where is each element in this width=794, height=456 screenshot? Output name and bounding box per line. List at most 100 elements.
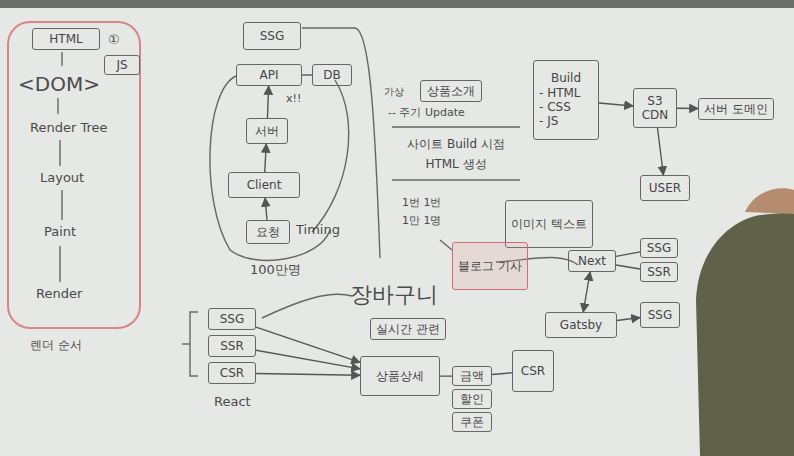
node-text: 서버 <box>255 124 279 138</box>
render-label: Render <box>36 286 82 302</box>
api-box: API <box>236 64 302 86</box>
node-text: 금액 <box>460 369 484 383</box>
build-box: Build- HTML- CSS- JS <box>533 60 599 140</box>
csr-box: CSR <box>208 362 256 384</box>
node-text: CSR <box>521 364 545 378</box>
react-label: React <box>214 394 251 410</box>
cart-label: 장바구니 <box>350 282 438 308</box>
coupon-box: 쿠폰 <box>452 412 492 432</box>
node-text: JS <box>116 58 127 72</box>
product-detail-box: 상품상세 <box>360 356 440 396</box>
ssg-box: SSG <box>208 308 256 330</box>
node-text: Next <box>578 254 606 268</box>
connector <box>677 108 698 110</box>
node-text: S3 <box>647 94 662 108</box>
ssg-box: SSG <box>640 302 680 328</box>
connector <box>265 144 267 172</box>
connector <box>492 373 512 375</box>
connector <box>658 128 664 175</box>
connector <box>256 373 360 375</box>
node-text: Client <box>247 178 282 192</box>
render-order-note: 렌더 순서 <box>30 338 82 352</box>
person-arm <box>745 188 794 214</box>
connector <box>265 198 267 220</box>
timing-label: Timing <box>296 222 340 238</box>
update-note: -- 주기 Update <box>388 106 465 119</box>
node-text: 사이트 Build 시점 <box>407 137 505 151</box>
node-text: 이미지 텍스트 <box>511 217 587 231</box>
ssr-box: SSR <box>208 335 256 357</box>
node-text: 서버 도메인 <box>704 102 768 116</box>
node-text: CSR <box>220 366 244 380</box>
cdn-box: S3CDN <box>633 88 677 128</box>
node-text: 할인 <box>460 392 484 406</box>
request-box: 요청 <box>246 220 290 244</box>
db-box: DB <box>312 64 352 86</box>
node-text: CDN <box>642 108 669 122</box>
count-note: 1번 1번 <box>402 196 442 209</box>
node-text: 블로그 기사 <box>458 259 522 273</box>
node-text: 상품상세 <box>376 369 424 383</box>
connector <box>256 350 360 369</box>
image-text-box: 이미지 텍스트 <box>505 200 593 248</box>
discount-box: 할인 <box>452 389 492 409</box>
connector <box>616 252 640 257</box>
node-text: - HTML <box>539 86 581 100</box>
node-text: - CSS <box>539 100 571 114</box>
warning-note: x!! <box>286 92 301 105</box>
node-text: SSG <box>220 312 245 326</box>
next-box: Next <box>568 250 616 272</box>
node-text: SSR <box>647 265 671 279</box>
person-figure <box>696 212 794 456</box>
user-box: USER <box>640 175 690 201</box>
node-text: - JS <box>539 114 558 128</box>
count-note: 1만 1명 <box>402 214 442 227</box>
node-text: 상품소개 <box>427 84 475 98</box>
layout-label: Layout <box>40 170 84 186</box>
connector <box>617 318 640 321</box>
paint-label: Paint <box>44 224 76 240</box>
node-text: Build <box>551 71 581 85</box>
build-time-box: 사이트 Build 시점 HTML 생성 <box>392 130 520 178</box>
ssg-box: SSG <box>243 22 301 50</box>
node-text: SSG <box>260 29 285 43</box>
node-text: Gatsby <box>560 318 602 332</box>
js-box: JS <box>104 55 140 75</box>
server-box: 서버 <box>246 118 288 144</box>
product-intro-box: 상품소개 <box>420 80 482 102</box>
connector <box>267 86 268 118</box>
node-text: SSG <box>648 308 673 322</box>
node-text: 쿠폰 <box>460 415 484 429</box>
domain-box: 서버 도메인 <box>698 98 774 120</box>
connector <box>440 375 452 376</box>
ssg-box: SSG <box>640 238 678 258</box>
callout-number: ① <box>108 32 120 48</box>
connector <box>256 327 360 362</box>
node-text: API <box>260 68 279 82</box>
node-text: HTML 생성 <box>425 157 486 171</box>
html-box: HTML <box>32 28 100 50</box>
virtual-note: 가상 <box>384 86 404 98</box>
client-box: Client <box>228 172 300 198</box>
ssr-box: SSR <box>640 262 678 282</box>
dom-label: <DOM> <box>18 72 100 96</box>
node-text: SSR <box>220 339 244 353</box>
realtime-box: 실시간 관련 <box>370 318 446 340</box>
node-text: 실시간 관련 <box>376 322 440 336</box>
node-text: DB <box>323 68 340 82</box>
connector <box>616 265 640 269</box>
connector <box>599 103 633 106</box>
node-text: 요청 <box>256 225 280 239</box>
csr-box: CSR <box>512 350 554 392</box>
connector <box>302 74 312 75</box>
red-outline <box>8 22 140 328</box>
board-frame <box>0 0 794 8</box>
users-note: 100만명 <box>250 262 301 278</box>
render-tree-label: Render Tree <box>30 120 108 136</box>
node-text: HTML <box>49 32 82 46</box>
node-text: SSG <box>647 241 672 255</box>
node-text: USER <box>649 181 681 195</box>
connector <box>583 272 590 312</box>
blog-box: 블로그 기사 <box>452 242 528 290</box>
